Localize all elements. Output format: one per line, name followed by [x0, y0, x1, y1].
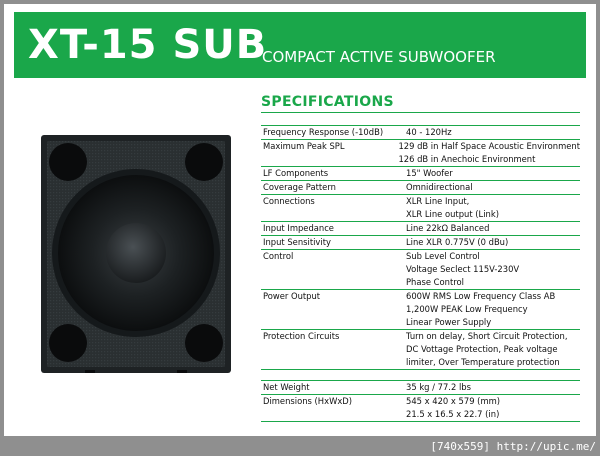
spec-values: 40 - 120Hz: [406, 126, 580, 139]
subwoofer-image: [41, 135, 231, 373]
spec-label: Input Impedance: [263, 223, 334, 233]
spec-label: LF Components: [263, 168, 329, 178]
spec-row: Protection Circuits Turn on delay, Short …: [261, 330, 580, 370]
spec-values: 35 kg / 77.2 lbs: [406, 381, 580, 394]
spec-values: Line 22kΩ Balanced: [406, 222, 580, 235]
spec-row: Power Output 600W RMS Low Frequency Class…: [261, 290, 580, 330]
heading-rule: [261, 112, 580, 113]
spec-row: Connections XLR Line Input, XLR Line outpu…: [261, 195, 580, 222]
spec-label: Coverage Pattern: [263, 182, 336, 192]
spec-value: 15" Woofer: [406, 168, 453, 178]
spec-value: 35 kg / 77.2 lbs: [406, 382, 471, 392]
spec-value: Line 22kΩ Balanced: [406, 223, 490, 233]
spec-row: Frequency Response (-10dB) 40 - 120Hz: [261, 125, 580, 140]
model-subtitle: COMPACT ACTIVE SUBWOOFER: [262, 48, 496, 66]
spec-label: Net Weight: [263, 382, 310, 392]
spec-value: Linear Power Supply: [406, 317, 492, 327]
spec-value: DC Vottage Protection, Peak voltage: [406, 344, 558, 354]
spec-value: Phase Control: [406, 277, 464, 287]
spec-row: LF Components 15" Woofer: [261, 167, 580, 181]
spec-values: 545 x 420 x 579 (mm) 21.5 x 16.5 x 22.7 (…: [406, 395, 580, 421]
spec-value: 129 dB in Half Space Acoustic Environmen…: [398, 141, 580, 151]
spec-row: Dimensions (HxWxD) 545 x 420 x 579 (mm) 21…: [261, 395, 580, 422]
spec-values: Turn on delay, Short Circuit Protection,…: [406, 330, 580, 369]
spec-values: 600W RMS Low Frequency Class AB 1,200W PE…: [406, 290, 580, 329]
spec-label: Frequency Response (-10dB): [263, 127, 384, 137]
spec-value: 545 x 420 x 579 (mm): [406, 396, 501, 406]
spec-values: Omnidirectional: [406, 181, 580, 194]
spec-label: Connections: [263, 196, 315, 206]
spec-values: XLR Line Input, XLR Line output (Link): [406, 195, 580, 221]
spec-value: 21.5 x 16.5 x 22.7 (in): [406, 409, 500, 419]
spec-row: Input Sensitivity Line XLR 0.775V (0 dBu): [261, 236, 580, 250]
spec-value: 600W RMS Low Frequency Class AB: [406, 291, 556, 301]
spec-row: Net Weight 35 kg / 77.2 lbs: [261, 380, 580, 395]
spec-row: Coverage Pattern Omnidirectional: [261, 181, 580, 195]
spec-value: Omnidirectional: [406, 182, 473, 192]
spec-label: Input Sensitivity: [263, 237, 331, 247]
spec-values: 15" Woofer: [406, 167, 580, 180]
spec-label: Maximum Peak SPL: [263, 141, 345, 151]
spec-label: Dimensions (HxWxD): [263, 396, 353, 406]
model-title: XT-15 SUB: [28, 22, 268, 68]
spec-row: Maximum Peak SPL 129 dB in Half Space Aco…: [261, 140, 580, 167]
spec-values: Line XLR 0.775V (0 dBu): [406, 236, 580, 249]
spec-value: 126 dB in Anechoic Environment: [398, 154, 536, 164]
page-frame: XT-15 SUB COMPACT ACTIVE SUBWOOFER: [4, 4, 596, 436]
spec-value: Voltage Seclect 115V-230V: [406, 264, 520, 274]
spec-value: limiter, Over Temperature protection: [406, 357, 560, 367]
header-banner: XT-15 SUB COMPACT ACTIVE SUBWOOFER: [14, 12, 586, 78]
spec-value: 1,200W PEAK Low Frequency: [406, 304, 528, 314]
spec-label: Protection Circuits: [263, 331, 340, 341]
spec-value: XLR Line Input,: [406, 196, 470, 206]
spec-label: Power Output: [263, 291, 321, 301]
spec-row: Input Impedance Line 22kΩ Balanced: [261, 222, 580, 236]
spec-value: Turn on delay, Short Circuit Protection,: [406, 331, 568, 341]
spec-values: 129 dB in Half Space Acoustic Environmen…: [398, 140, 580, 166]
spec-value: Line XLR 0.775V (0 dBu): [406, 237, 509, 247]
specifications-heading: SPECIFICATIONS: [261, 94, 394, 110]
spec-value: 40 - 120Hz: [406, 127, 452, 137]
spec-value: XLR Line output (Link): [406, 209, 499, 219]
spec-label: Control: [263, 251, 294, 261]
spec-value: Sub Level Control: [406, 251, 480, 261]
image-source-caption: [740x559] http://upic.me/: [430, 440, 596, 453]
